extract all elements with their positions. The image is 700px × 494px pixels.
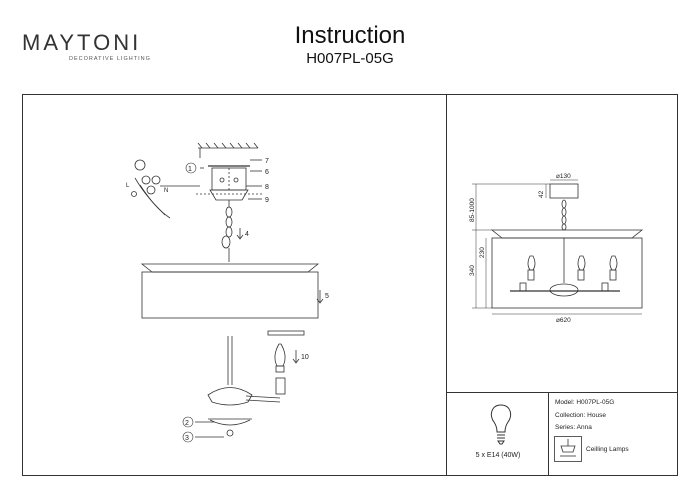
dim-body [549,283,579,297]
dim-chain [561,199,567,231]
frame-divider-vertical [446,94,447,476]
dim-candles [519,255,618,292]
candle-bulb [274,343,286,373]
dim-canopy-height: 42 [538,190,545,198]
frame-divider-horizontal [446,392,678,393]
wire-label-live: L [126,183,130,189]
part-label-7: 7 [265,158,269,165]
part-label-8: 8 [265,184,269,191]
leader-lines [195,159,262,438]
part-label-3: 3 [185,435,189,442]
part-circle-1 [185,162,197,174]
part-circle-2 [182,416,194,428]
shade-top-cap [267,330,305,336]
part-label-6: 6 [265,169,269,176]
dim-shade-height: 230 [479,247,486,258]
bulb-spec: 5 x E14 (40W) [475,452,521,459]
dim-body-height: 340 [469,265,476,276]
bulb-icon [490,404,512,445]
info-model: Model: H007PL-05G [555,399,615,406]
page-title: Instruction [294,22,406,49]
part-label-9: 9 [265,197,269,204]
ceiling-hatch [197,142,259,158]
part-label-1: 1 [188,166,192,173]
chain [221,206,233,262]
info-series: Series: Anna [555,424,592,431]
dim-shade [491,237,643,309]
wiring-detail [131,159,200,219]
part-label-4: 4 [245,231,249,238]
dim-canopy-diameter: ⌀130 [556,173,571,180]
dim-shade-diameter: ⌀620 [556,317,571,324]
model-code: H007PL-05G [306,50,394,67]
mounting-bracket [208,165,250,191]
part-label-5: 5 [325,293,329,300]
drawing-frame [22,94,678,476]
info-type: Ceilling Lamps [586,446,629,453]
ceiling-lamp-icon [554,436,582,462]
brand-logo: MAYTONI DECORATIVE LIGHTING [22,30,150,62]
info-collection: Collection: House [555,412,606,419]
canopy [196,189,262,207]
assembly-arrows [236,228,324,364]
dim-lines [472,179,642,315]
dim-shade-top [490,229,644,239]
part-label-2: 2 [185,420,189,427]
dim-chain-range: 85-1000 [469,198,476,222]
brand-tagline: DECORATIVE LIGHTING [69,56,151,62]
part-circle-3 [182,431,194,443]
lamp-shade [140,263,320,319]
lamp-body [207,336,286,437]
wire-label-neutral: N [164,188,168,194]
dim-canopy [549,183,579,199]
brand-name: MAYTONI [22,30,142,55]
info-divider [548,392,549,476]
part-label-10: 10 [301,354,309,361]
